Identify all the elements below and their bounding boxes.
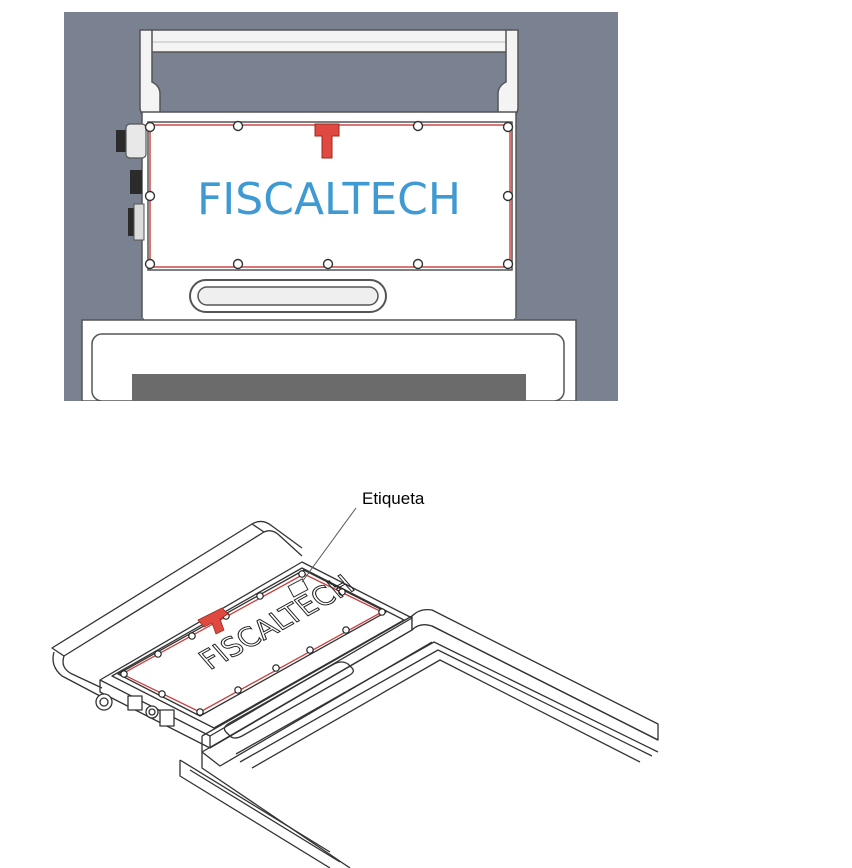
carry-handle [139, 29, 519, 117]
iso-security-seal [197, 607, 229, 635]
screen-housing [64, 318, 618, 401]
side-connectors [116, 123, 147, 241]
callout-label: Etiqueta [362, 489, 425, 508]
iso-grip-slot [223, 661, 354, 739]
callout-leader-line [301, 507, 357, 583]
iso-screen-lid [201, 608, 659, 769]
brand-logo-top: FISCALTECH [197, 174, 461, 225]
top-view-drawing: FISCALTECH [64, 12, 618, 401]
isometric-view-drawing: FISCALTECH Etiqueta [51, 489, 659, 868]
iso-carry-handle [51, 520, 303, 697]
plate-screws [144, 120, 514, 270]
iso-lower-base [179, 752, 351, 868]
etiqueta-label-square [287, 578, 309, 598]
iso-side-connectors [95, 693, 175, 727]
security-seal [314, 123, 340, 159]
iso-plate-screws [120, 570, 386, 716]
display-screen [132, 374, 526, 401]
iso-display-screen [251, 659, 641, 769]
